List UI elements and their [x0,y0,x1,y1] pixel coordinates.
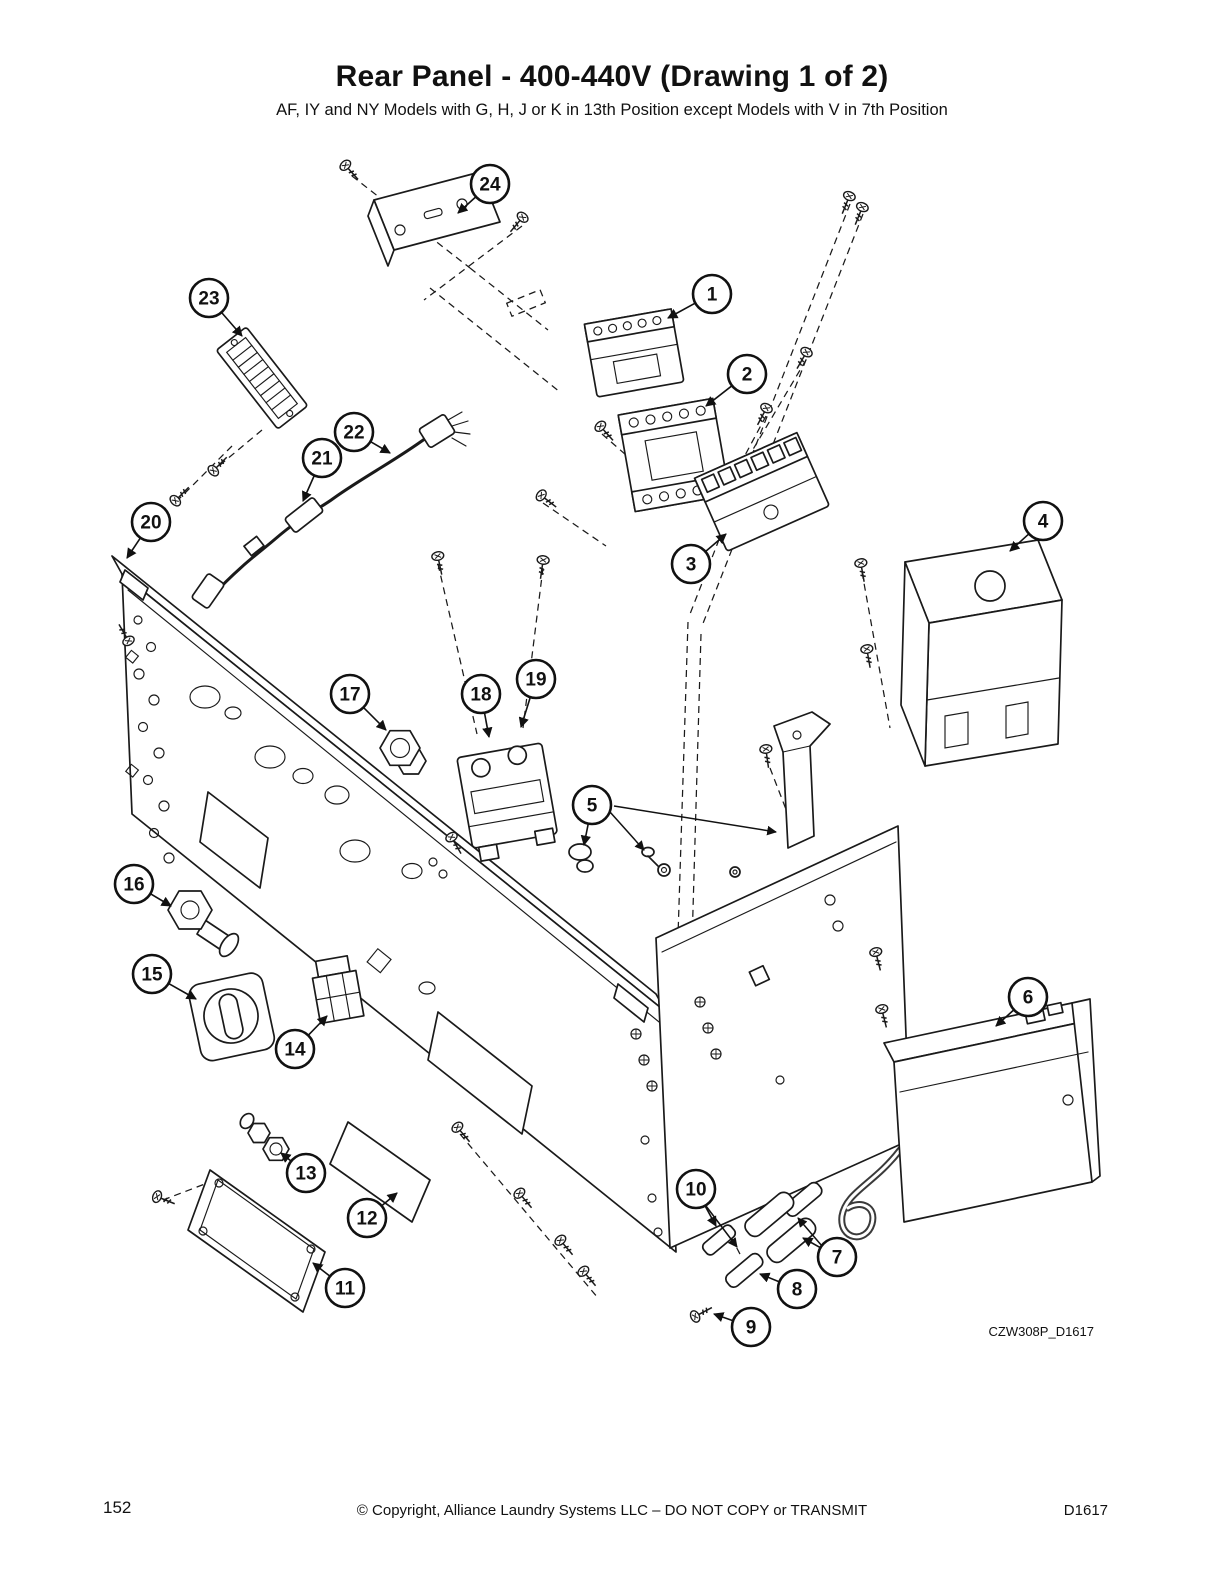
svg-text:7: 7 [832,1248,843,1269]
svg-text:12: 12 [356,1209,377,1230]
svg-text:8: 8 [792,1280,803,1301]
control-box-cover [900,539,1063,767]
callout-5: 5 [571,784,613,847]
callout-17: 17 [329,673,387,731]
callout-11: 11 [312,1262,366,1309]
svg-text:13: 13 [295,1164,316,1185]
contactor-terminal-block [693,431,830,552]
svg-text:10: 10 [685,1180,706,1201]
grommet [568,843,594,873]
callout-18: 18 [460,673,502,739]
contactor-small [583,308,685,398]
fuse-assembly [687,1181,823,1325]
svg-text:22: 22 [343,423,364,444]
callout-20: 20 [126,501,172,559]
svg-text:15: 15 [141,965,163,986]
callout-2: 2 [705,353,768,407]
svg-text:11: 11 [335,1279,356,1300]
document-id: D1617 [1063,1502,1108,1519]
callout-14: 14 [274,1015,328,1070]
wire-harness [191,411,471,609]
callout-4: 4 [1009,500,1064,552]
svg-text:6: 6 [1023,988,1034,1009]
multi-reference-arrows [609,805,823,1248]
page-title: Rear Panel - 400-440V (Drawing 1 of 2) [335,60,889,93]
callout-22: 22 [333,411,391,454]
svg-text:1: 1 [707,285,718,306]
micro-switch [311,954,365,1025]
callout-6: 6 [995,976,1049,1027]
svg-text:21: 21 [311,449,333,470]
svg-text:9: 9 [746,1318,757,1339]
callout-13: 13 [280,1152,327,1194]
callout-7: 7 [802,1236,858,1278]
top-bracket [367,171,501,267]
svg-text:14: 14 [284,1040,306,1061]
cable-gland-large [167,890,240,958]
callout-21: 21 [301,437,343,502]
callout-19: 19 [515,658,557,728]
callout-3: 3 [670,533,727,585]
callout-23: 23 [188,277,243,337]
page-subtitle: AF, IY and NY Models with G, H, J or K i… [276,101,948,119]
callout-8: 8 [759,1268,818,1310]
svg-text:16: 16 [123,875,144,896]
callout-12: 12 [346,1192,398,1239]
page-number: 152 [103,1498,132,1517]
callout-16: 16 [113,863,172,907]
locknut [379,729,427,775]
callout-9: 9 [713,1306,772,1348]
terminal-block-assembly [456,742,558,863]
svg-text:3: 3 [686,555,697,576]
svg-text:19: 19 [525,670,546,691]
svg-text:24: 24 [479,175,501,196]
mounting-bracket [773,711,831,849]
callout-15: 15 [131,953,197,1000]
svg-text:5: 5 [587,796,598,817]
cover-plate [187,1169,326,1313]
copyright-text: © Copyright, Alliance Laundry Systems LL… [356,1502,868,1519]
svg-text:2: 2 [742,365,753,386]
svg-text:23: 23 [198,289,219,310]
terminal-strip [216,327,308,429]
access-plate [329,1121,431,1223]
svg-text:4: 4 [1038,512,1049,533]
callout-24: 24 [457,163,511,214]
power-supply-drawer [838,998,1101,1241]
bolt-washers [641,846,741,878]
svg-text:17: 17 [339,685,360,706]
callout-1: 1 [667,273,733,319]
callout-10: 10 [675,1168,717,1227]
svg-text:18: 18 [470,685,491,706]
rotary-switch [188,972,276,1062]
svg-text:20: 20 [140,513,161,534]
drawing-code-label: CZW308P_D1617 [988,1324,1095,1339]
